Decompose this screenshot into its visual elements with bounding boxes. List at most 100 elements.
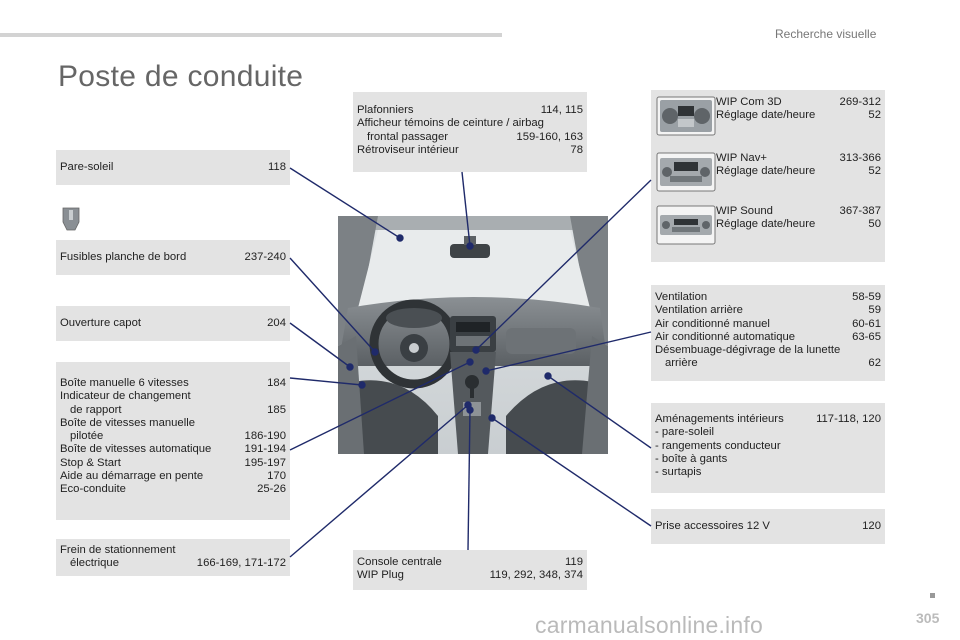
- entry-label: Désembuage-dégivrage de la lunette: [655, 344, 841, 357]
- entry-label: Air conditionné automatique: [655, 330, 796, 343]
- wip-sound-page: 367-387: [839, 205, 881, 217]
- entry-label: électrique: [70, 557, 119, 570]
- entry-label: - boîte à gants: [655, 452, 728, 465]
- entry-page: 117-118, 120: [816, 413, 881, 425]
- entry-page: [875, 344, 881, 357]
- entry-label: - pare-soleil: [655, 426, 715, 439]
- page-title: Poste de conduite: [58, 60, 304, 93]
- header-rule: [0, 33, 502, 37]
- entry-page: 25-26: [257, 483, 286, 496]
- entry-label: Frein de stationnement: [60, 544, 176, 556]
- wip-com3d-unit-image: [656, 96, 716, 136]
- wip-sound-unit-image: [656, 205, 716, 245]
- entry-page: 120: [862, 520, 881, 532]
- entry-row: Boîte manuelle 6 vitesses 184: [60, 377, 286, 390]
- wip-com3d-date-page: 52: [868, 109, 881, 122]
- entry-label: - rangements conducteur: [655, 439, 781, 452]
- entry-page: 195-197: [244, 456, 286, 469]
- page-number: 305: [916, 610, 940, 626]
- entry-page: 119, 292, 348, 374: [489, 569, 583, 582]
- watermark: carmanualsonline.info: [535, 612, 763, 638]
- entry-page: 58-59: [852, 291, 881, 303]
- wip-sound-date-page: 50: [868, 218, 881, 231]
- entry-label: Air conditionné manuel: [655, 317, 770, 330]
- entry-page: [875, 453, 881, 466]
- wip-com3d-label: WIP Com 3D: [716, 96, 782, 108]
- entry-label: Boîte de vitesses manuelle: [60, 416, 196, 429]
- entry-row: Boîte de vitesses automatique 191-194: [60, 443, 286, 456]
- entry-label: Ouverture capot: [60, 317, 142, 329]
- box-prise-accessoires: Prise accessoires 12 V 120: [651, 509, 885, 544]
- wip-nav-page: 313-366: [839, 152, 881, 164]
- entry-page: 170: [267, 470, 286, 483]
- page-marker: [930, 593, 935, 598]
- entry-page: 78: [570, 143, 583, 156]
- wip-com3d-date-label: Réglage date/heure: [716, 109, 816, 122]
- dashboard-photo: [338, 216, 608, 454]
- entry-label: Fusibles planche de bord: [60, 251, 187, 263]
- entry-page: [280, 417, 286, 430]
- entry-row: - rangements conducteur: [655, 440, 881, 453]
- entry-row: Frein de stationnement: [60, 544, 286, 557]
- entry-label: Plafonniers: [357, 104, 414, 116]
- entry-page: 191-194: [244, 443, 286, 456]
- entry-row: Stop & Start 195-197: [60, 457, 286, 470]
- entry-label: Afficheur témoins de ceinture / airbag: [357, 117, 544, 130]
- entry-label: de rapport: [70, 403, 122, 416]
- entry-page: [280, 544, 286, 557]
- entry-page: [875, 426, 881, 439]
- entry-row: Air conditionné automatique 63-65: [655, 331, 881, 344]
- entry-row: Ouverture capot 204: [60, 317, 286, 330]
- entry-page: [875, 466, 881, 479]
- entry-row: Prise accessoires 12 V 120: [655, 520, 881, 533]
- entry-page: 237-240: [244, 251, 286, 263]
- entry-row: - pare-soleil: [655, 426, 881, 439]
- entry-label: Stop & Start: [60, 456, 121, 469]
- entry-page: 204: [267, 317, 286, 329]
- entry-page: 59: [868, 304, 881, 317]
- entry-page: [875, 440, 881, 453]
- wip-nav-label: WIP Nav+: [716, 152, 767, 164]
- entry-page: 159-160, 163: [516, 130, 583, 143]
- entry-label: Pare-soleil: [60, 161, 114, 173]
- box-fusibles: Fusibles planche de bord 237-240: [56, 240, 290, 275]
- entry-page: 166-169, 171-172: [196, 557, 286, 570]
- entry-row: Désembuage-dégivrage de la lunette: [655, 344, 881, 357]
- entry-label: arrière: [665, 357, 698, 370]
- entry-label: Indicateur de changement: [60, 390, 191, 403]
- entry-label: frontal passager: [367, 130, 449, 143]
- entry-page: [577, 117, 583, 130]
- entry-label: pilotée: [70, 430, 104, 443]
- entry-label: Boîte manuelle 6 vitesses: [60, 377, 189, 389]
- entry-page: 184: [267, 377, 286, 389]
- entry-page: 63-65: [852, 330, 881, 343]
- entry-row: Afficheur témoins de ceinture / airbag: [357, 117, 583, 130]
- box-ouverture-capot: Ouverture capot 204: [56, 306, 290, 341]
- wip-sound-label: WIP Sound: [716, 205, 773, 217]
- entry-row: électrique 166-169, 171-172: [60, 557, 286, 570]
- wip-nav-date-label: Réglage date/heure: [716, 165, 816, 178]
- entry-label: Prise accessoires 12 V: [655, 520, 770, 532]
- entry-label: Boîte de vitesses automatique: [60, 443, 212, 456]
